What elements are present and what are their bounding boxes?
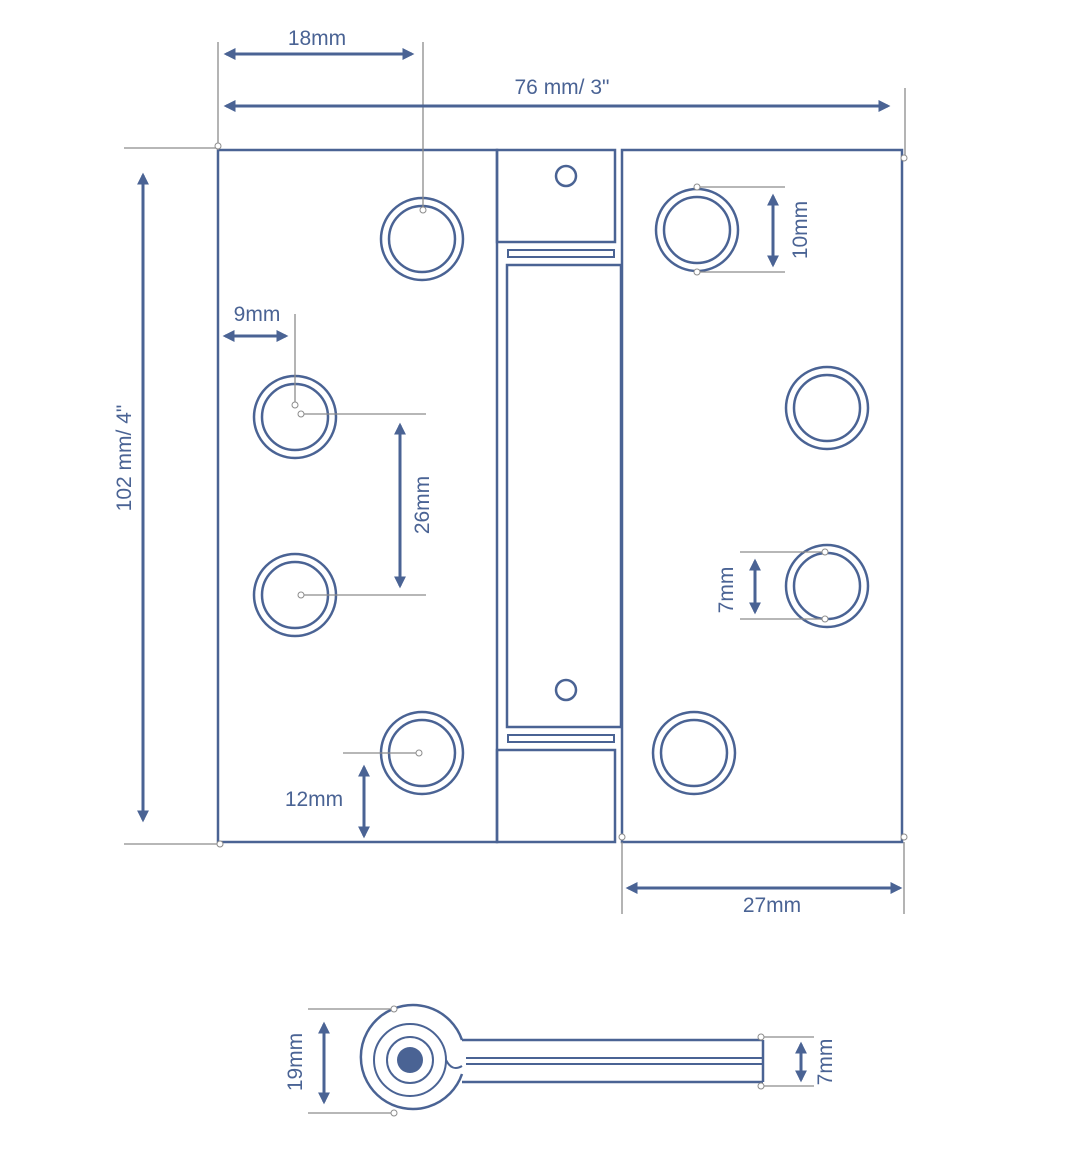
leaf-profile xyxy=(462,1038,765,1084)
right-leaf xyxy=(620,148,904,844)
pin-hole-bottom xyxy=(554,678,578,702)
dim-width-total: 76 mm/ 3" xyxy=(515,76,610,99)
dim-leaf-thickness: 7mm xyxy=(814,1039,837,1086)
screw-hole xyxy=(651,710,737,796)
knuckle-profile xyxy=(359,1003,464,1111)
side-extension-lines xyxy=(308,1005,814,1117)
screw-hole xyxy=(654,187,740,273)
hinge-pin xyxy=(397,1047,423,1073)
dim-knuckle-diameter: 19mm xyxy=(284,1033,307,1091)
dim-hole-spacing: 26mm xyxy=(411,476,434,534)
right-leaf-holes xyxy=(651,187,870,796)
front-view: 18mm 76 mm/ 3" 102 mm/ 4" 9mm 26mm 12mm … xyxy=(113,27,908,917)
screw-hole xyxy=(784,365,870,451)
screw-hole xyxy=(784,543,870,629)
dim-hole-offset-top: 18mm xyxy=(288,27,346,50)
dim-hole-offset-side: 9mm xyxy=(234,303,281,326)
hinge-knuckle xyxy=(495,148,623,844)
dim-hole-inner: 7mm xyxy=(715,567,738,614)
dim-hole-offset-bottom: 12mm xyxy=(285,788,343,811)
screw-hole xyxy=(379,196,465,282)
side-view: 19mm 7mm xyxy=(284,1003,837,1117)
dim-leaf-width: 27mm xyxy=(743,894,801,917)
dim-hole-outer: 10mm xyxy=(789,201,812,259)
extension-lines xyxy=(124,42,908,914)
left-leaf xyxy=(216,148,499,844)
dimension-arrows xyxy=(137,48,903,894)
dim-height-total: 102 mm/ 4" xyxy=(113,405,136,512)
pin-hole-top xyxy=(554,164,578,188)
